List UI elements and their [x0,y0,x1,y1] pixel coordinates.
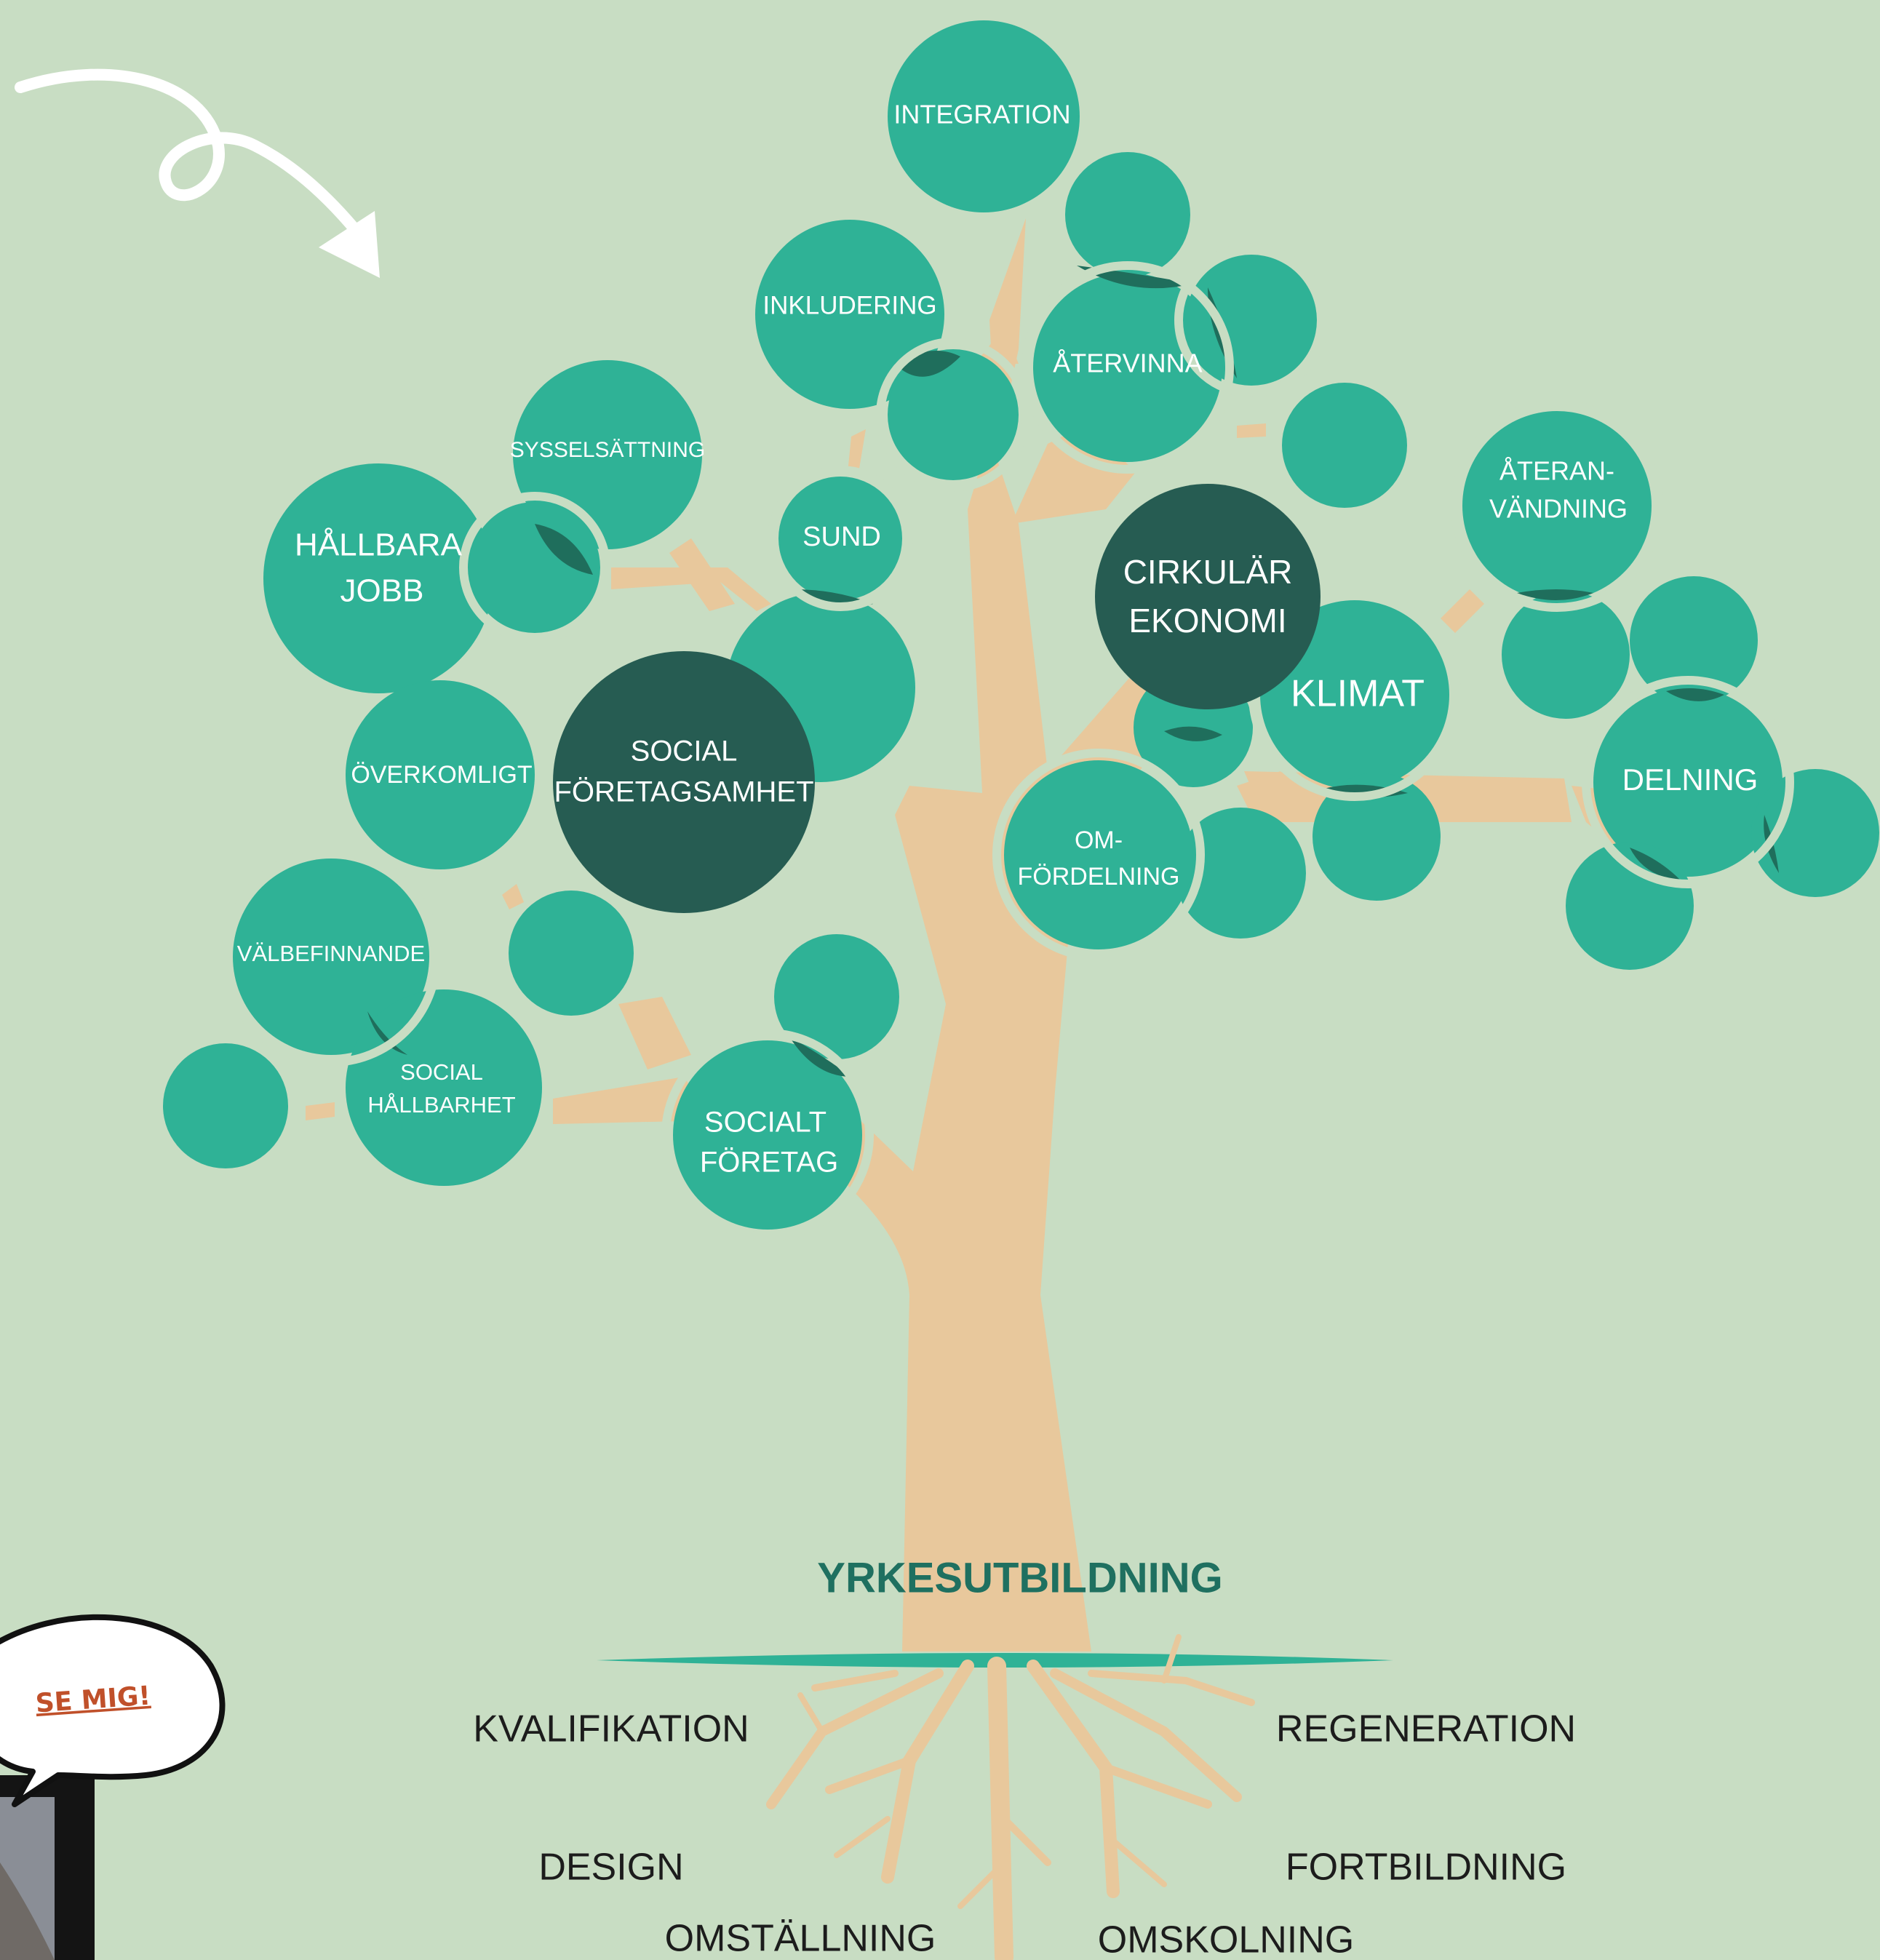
label-social-hallbarhet-line1: SOCIAL [400,1059,483,1085]
label-cirkular-ekonomi-line2: EKONOMI [1128,602,1286,640]
root-omskolning: OMSKOLNING [1098,1919,1355,1960]
label-delning: DELNING [1622,762,1758,797]
label-sund: SUND [802,522,881,552]
label-hallbara-jobb-line1: HÅLLBARA [295,527,463,563]
label-social-hallbarhet-line2: HÅLLBARHET [367,1092,515,1118]
root-kvalifikation: KVALIFIKATION [473,1708,749,1750]
label-omfordelning-line2: FÖRDELNING [1018,863,1180,891]
bubble-labels: INTEGRATION INKLUDERING ÅTERVINNA SYSSEL… [237,100,1758,1179]
label-atervinna: ÅTERVINNA [1053,348,1202,378]
root-labels: KVALIFIKATION REGENERATION DESIGN FORTBI… [473,1708,1576,1960]
label-social-foretagsamhet-line2: FÖRETAGSAMHET [554,776,813,808]
label-socialt-foretag-line2: FÖRETAG [700,1147,838,1179]
label-cirkular-ekonomi-line1: CIRKULÄR [1123,553,1293,591]
se-mig-callout[interactable]: SE MIG! [0,1614,226,1960]
label-valbefinnande: VÄLBEFINNANDE [237,941,425,966]
root-design: DESIGN [538,1847,683,1889]
curly-arrow-icon [15,68,380,278]
label-socialt-foretag-line1: SOCIALT [704,1107,827,1139]
label-omfordelning-line1: OM- [1075,826,1123,854]
label-klimat: KLIMAT [1291,673,1425,715]
root-fortbildning: FORTBILDNING [1286,1847,1566,1889]
label-sysselsattning: SYSSELSÄTTNING [510,438,705,462]
label-ateranvandning-line1: ÅTERAN- [1499,456,1614,486]
tree-roots [766,1634,1255,1960]
heading-yrkesutbildning: YRKESUTBILDNING [817,1554,1222,1601]
label-social-foretagsamhet-line1: SOCIAL [631,736,738,768]
label-inkludering: INKLUDERING [762,291,936,319]
label-overkomligt: ÖVERKOMLIGT [351,761,532,789]
bubble-seams [221,243,1794,1241]
root-regeneration: REGENERATION [1276,1708,1576,1750]
label-integration: INTEGRATION [893,100,1070,130]
root-omstallning: OMSTÄLLNING [665,1918,936,1960]
hub-bubbles [553,484,1321,913]
label-ateranvandning-line2: VÄNDNING [1489,494,1628,524]
label-hallbara-jobb-line2: JOBB [340,573,424,609]
